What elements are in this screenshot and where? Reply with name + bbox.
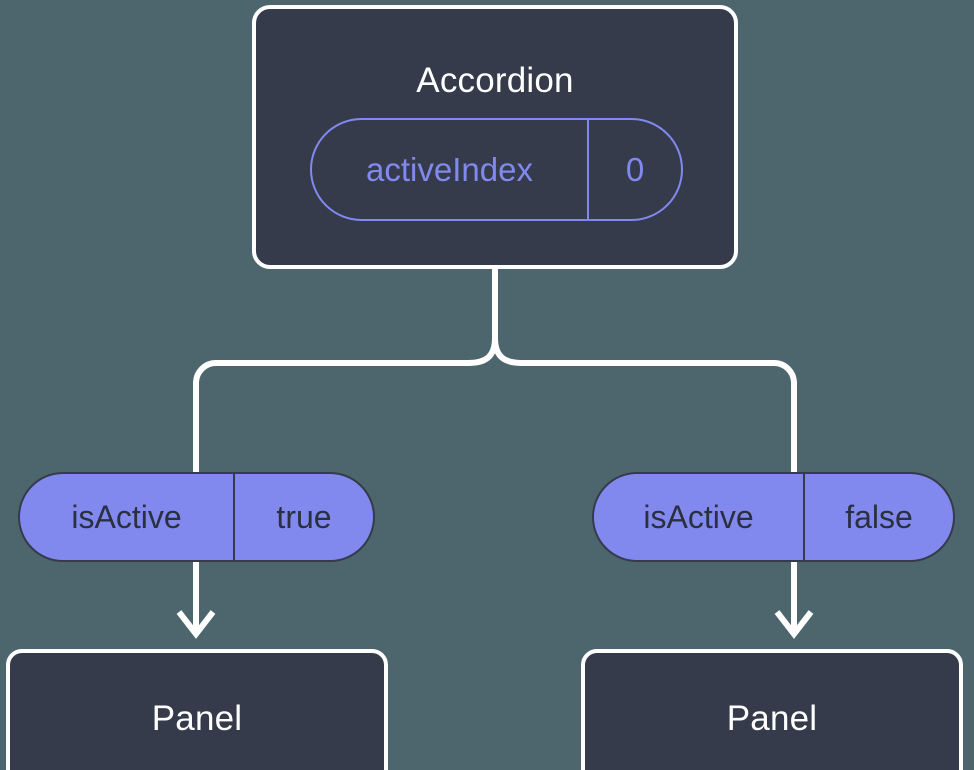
prop-pill-value-cell: true — [235, 474, 373, 560]
prop-pill-active-index[interactable]: activeIndex 0 — [310, 118, 683, 221]
prop-pill-key-label: isActive — [71, 498, 182, 535]
panel-title: Panel — [151, 699, 243, 738]
prop-pill-key-cell: isActive — [20, 474, 235, 560]
prop-pill-value-label: 0 — [625, 150, 645, 188]
prop-pill-key-label: isActive — [643, 498, 754, 535]
prop-pill-key-cell: isActive — [594, 474, 805, 560]
prop-pill-value-label: true — [276, 498, 332, 535]
prop-pill-value-cell: 0 — [589, 120, 681, 219]
panel-title: Panel — [726, 699, 818, 738]
prop-pill-value-cell: false — [805, 474, 953, 560]
prop-pill-key-cell: activeIndex — [312, 120, 589, 219]
connector-tee-right — [492, 337, 774, 366]
connector-elbow-right — [773, 360, 797, 478]
prop-pill-is-active-true[interactable]: isActive true — [18, 472, 375, 562]
prop-pill-is-active-false[interactable]: isActive false — [592, 472, 955, 562]
arrow-head-right — [774, 610, 814, 639]
prop-pill-value-label: false — [845, 498, 913, 535]
accordion-title: Accordion — [416, 61, 574, 100]
connector-tee-left — [216, 337, 498, 366]
panel-node-left[interactable]: Panel — [6, 649, 388, 770]
prop-pill-key-label: activeIndex — [366, 150, 533, 188]
connector-elbow-left — [193, 360, 217, 478]
arrow-head-left — [176, 610, 216, 639]
panel-node-right[interactable]: Panel — [581, 649, 963, 770]
